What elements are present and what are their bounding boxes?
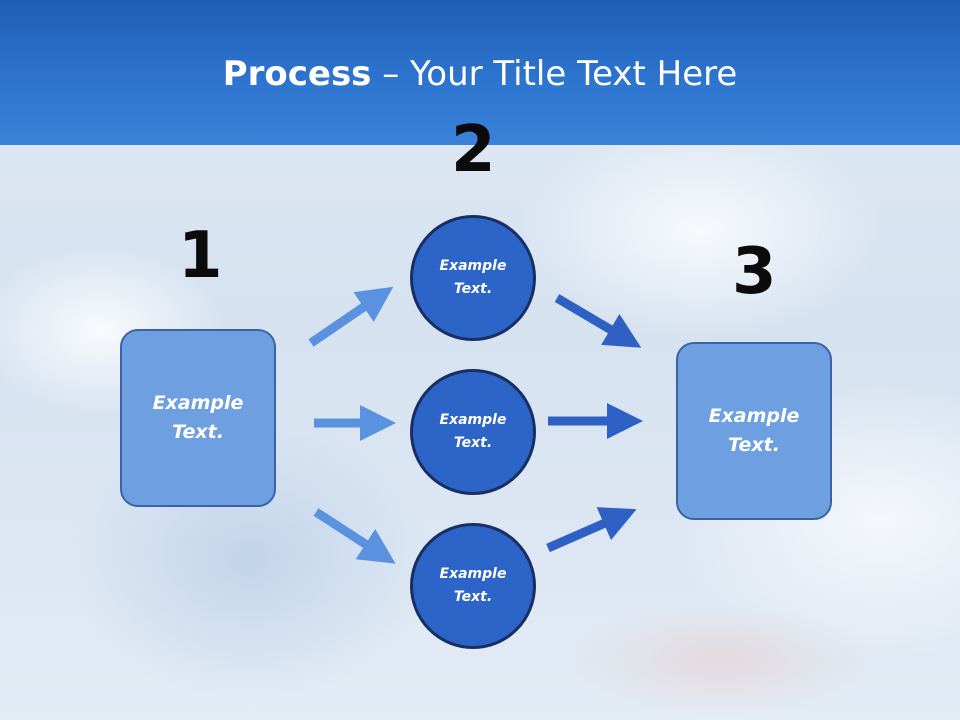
step-number-2: 2	[451, 113, 496, 187]
title-rest: – Your Title Text Here	[371, 54, 738, 94]
step-1-text: Example Text.	[152, 392, 244, 443]
slide-title: Process – Your Title Text Here	[0, 52, 960, 96]
circle-middle-text: Example Text.	[439, 412, 507, 451]
title-banner	[0, 0, 960, 145]
circle-bottom-text: Example Text.	[439, 566, 507, 605]
arrow-icon-bottom-to-3	[546, 507, 637, 553]
arrow-icon-1-to-top	[308, 286, 394, 347]
circle-top-text: Example Text.	[439, 258, 507, 297]
step-1-box: Example Text.	[120, 329, 276, 507]
title-bold: Process	[222, 54, 372, 94]
step-3-text: Example Text.	[708, 405, 800, 456]
step-number-1: 1	[178, 219, 223, 293]
arrow-icon-1-to-bottom	[313, 508, 396, 564]
step-2-circle-middle: Example Text.	[410, 369, 536, 495]
step-3-box: Example Text.	[676, 342, 832, 520]
step-2-circle-bottom: Example Text.	[410, 523, 536, 649]
step-2-circle-top: Example Text.	[410, 215, 536, 341]
arrow-icon-top-to-3	[554, 294, 642, 348]
step-number-3: 3	[732, 235, 777, 309]
